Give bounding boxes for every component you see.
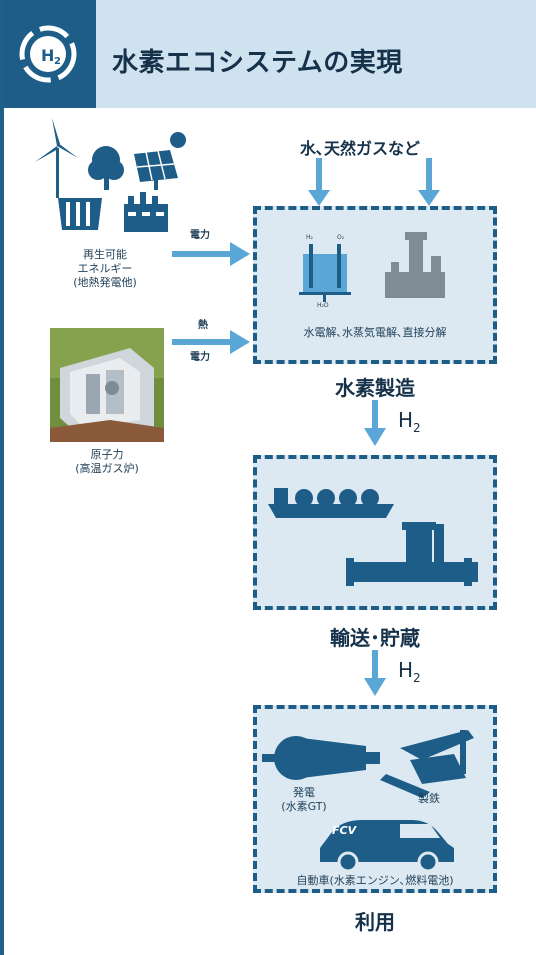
flow-arrow-2 [364, 650, 386, 696]
tank-label-h2o: H₂O [317, 302, 329, 309]
tree-icon [88, 146, 124, 190]
renewable-label-3: (地熱発電他) [73, 276, 137, 289]
power-label-1: 発電 [293, 786, 315, 799]
tank-label-h2: H₂ [306, 234, 313, 241]
flow-h2-label-1: H2 [398, 408, 421, 435]
logo-sub: 2 [54, 56, 61, 67]
usage-stage-label: 利用 [355, 910, 395, 934]
input-arrows [308, 158, 440, 206]
electrolysis-tank-icon [299, 244, 351, 302]
pipeline-icon [346, 522, 478, 586]
arrow-renewable-to-production [172, 242, 250, 266]
logo-h: H [41, 46, 54, 65]
usage-icons [262, 730, 474, 870]
renewable-label-1: 再生可能 [83, 248, 127, 261]
lng-ship-icon [268, 488, 394, 518]
h2-logo: H 2 [4, 0, 96, 108]
production-icons [299, 232, 445, 302]
tank-label-o2: O₂ [337, 234, 345, 241]
left-rule [0, 0, 4, 955]
dam-icon [58, 198, 102, 230]
car-label: 自動車(水素エンジン､燃料電池) [296, 874, 454, 887]
transport-stage-label: 輸送･貯蔵 [330, 626, 420, 650]
nuclear-plant-image [50, 328, 164, 442]
h2-logo-icon: H 2 [19, 25, 77, 83]
steel-label: 製鉄 [418, 792, 440, 805]
wind-turbine-icon [35, 118, 78, 198]
arrow-electricity-label-2: 電力 [190, 352, 210, 363]
arrow-electricity-label-1: 電力 [190, 230, 210, 241]
production-stage-label: 水素製造 [335, 376, 415, 400]
input-label: 水､天然ガスなど [300, 139, 421, 158]
power-label-2: (水素GT) [281, 800, 327, 813]
nuclear-label-2: (高温ガス炉) [75, 462, 139, 475]
flow-arrow-1 [364, 400, 386, 446]
arrow-nuclear-to-production [172, 330, 250, 354]
fcv-badge: FCV [332, 824, 357, 837]
steel-mill-icon [380, 730, 474, 798]
production-box [253, 206, 497, 364]
renewable-label-2: エネルギー [77, 262, 133, 275]
chemical-plant-icon [385, 232, 445, 298]
flow-h2-label-2: H2 [398, 658, 421, 685]
production-methods: 水電解､水蒸気電解､直接分解 [303, 326, 447, 339]
geothermal-plant-icon [124, 192, 168, 232]
gas-turbine-icon [262, 736, 380, 780]
page-title: 水素エコシステムの実現 [112, 48, 403, 78]
fcv-car-icon [320, 820, 454, 870]
renewable-icons [35, 118, 186, 232]
arrow-heat-label: 熱 [198, 320, 208, 331]
solar-panel-icon [134, 132, 186, 190]
transport-icons [268, 488, 478, 586]
nuclear-label-1: 原子力 [90, 448, 124, 461]
transport-box [253, 455, 497, 610]
